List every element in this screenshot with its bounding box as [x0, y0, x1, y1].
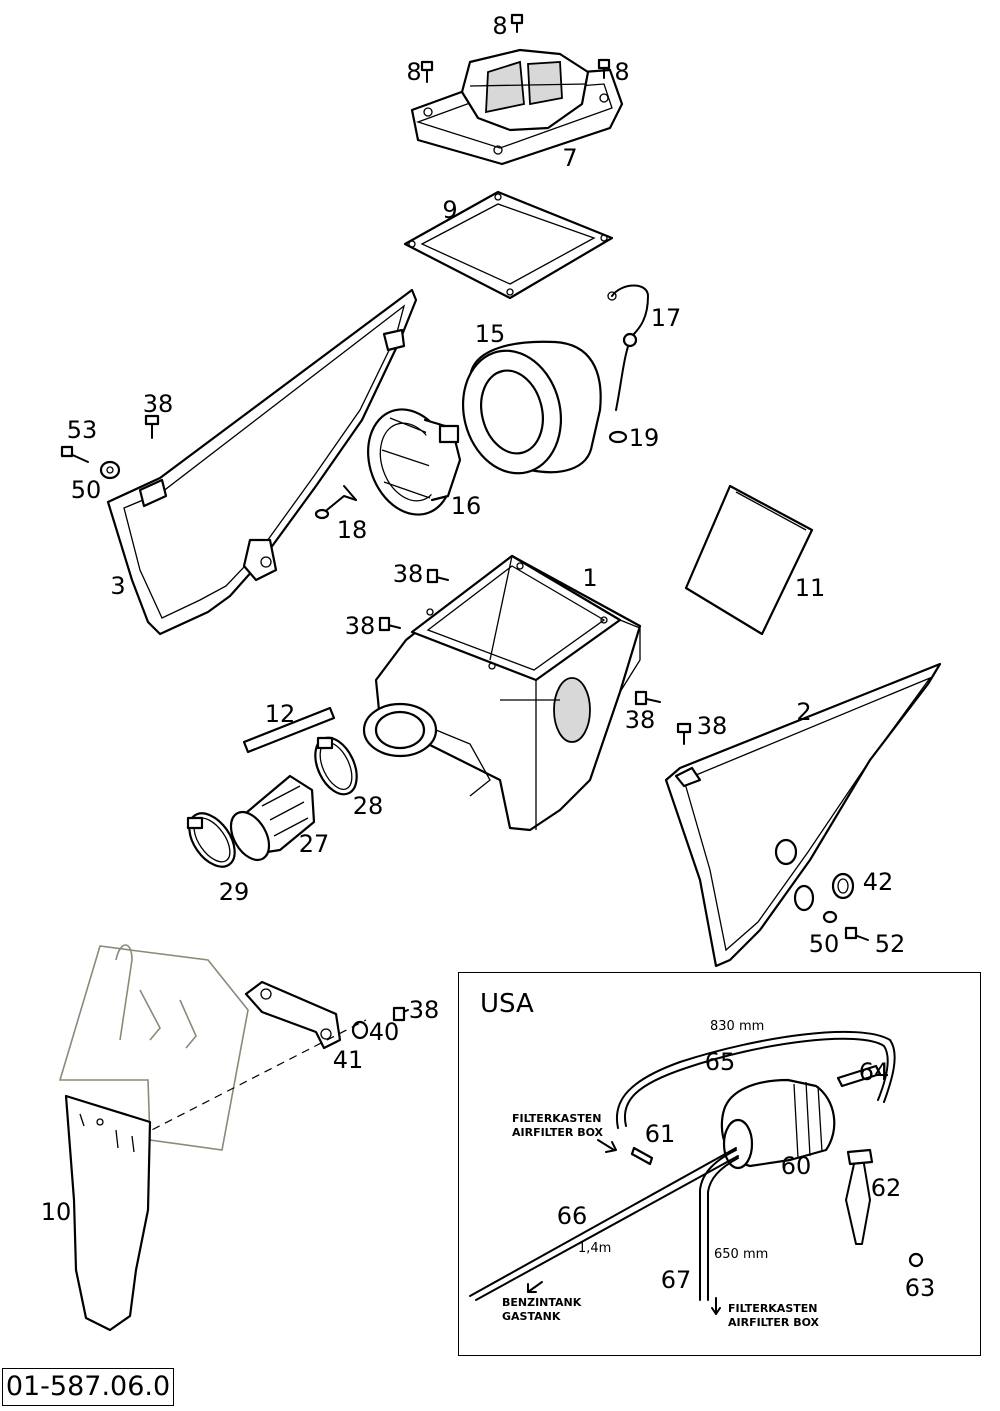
callout-65: 65	[705, 1048, 736, 1076]
screw-38-53-50	[60, 414, 160, 480]
callout-67: 67	[661, 1266, 692, 1294]
callout-61: 61	[645, 1120, 676, 1148]
screw-8-group	[420, 13, 611, 83]
label-airfilter-box: AIRFILTER BOX	[512, 1126, 604, 1139]
part-9-gasket	[403, 190, 614, 300]
callout-38: 38	[409, 996, 440, 1024]
part-12-hose	[242, 706, 336, 754]
label-gastank: GASTANK	[502, 1310, 561, 1323]
drawing-code: 01-587.06.0	[2, 1368, 174, 1406]
callout-38: 38	[393, 560, 424, 588]
callout-62: 62	[871, 1174, 902, 1202]
callout-2: 2	[796, 698, 811, 726]
part-1-airbox	[362, 554, 642, 832]
grommet-42-washer-50-screw-52	[822, 872, 869, 941]
callout-42: 42	[863, 868, 894, 896]
part-7-filter-cover	[410, 48, 624, 166]
part-41-bracket	[244, 980, 342, 1050]
callout-38: 38	[625, 706, 656, 734]
callout-53: 53	[67, 416, 98, 444]
callout-60: 60	[781, 1152, 812, 1180]
callout-38: 38	[697, 712, 728, 740]
callout-11: 11	[795, 574, 826, 602]
callout-18: 18	[337, 516, 368, 544]
length-650mm: 650 mm	[714, 1247, 768, 1262]
callout-10: 10	[41, 1198, 72, 1226]
callout-27: 27	[299, 830, 330, 858]
part-15-filter-element	[461, 340, 602, 475]
callout-9: 9	[442, 196, 457, 224]
usa-fuel-system	[469, 1030, 924, 1315]
part-27-intake-boot	[229, 774, 316, 861]
callout-66: 66	[557, 1202, 588, 1230]
callout-8: 8	[492, 12, 507, 40]
screw-38-airbox	[378, 568, 692, 745]
rear-fender-outline	[58, 944, 249, 1151]
callout-17: 17	[651, 304, 682, 332]
length-830mm: 830 mm	[710, 1019, 764, 1034]
callout-38: 38	[345, 612, 376, 640]
callout-41: 41	[333, 1046, 364, 1074]
callout-52: 52	[875, 930, 906, 958]
callout-50: 50	[71, 476, 102, 504]
part-29-clamp	[186, 812, 236, 868]
callout-3: 3	[110, 572, 125, 600]
part-18-bracket	[314, 485, 357, 520]
callout-7: 7	[562, 144, 577, 172]
label-filterkasten: FILTERKASTEN	[512, 1112, 601, 1125]
callout-15: 15	[475, 320, 506, 348]
callout-50: 50	[809, 930, 840, 958]
part-28-clamp	[314, 736, 358, 796]
label-airfilter-box: AIRFILTER BOX	[728, 1316, 820, 1329]
callout-8: 8	[614, 58, 629, 86]
usa-title: USA	[480, 989, 534, 1019]
washer-40-screw-38	[351, 1006, 409, 1040]
label-benzintank: BENZINTANK	[502, 1296, 582, 1309]
callout-16: 16	[451, 492, 482, 520]
callout-40: 40	[369, 1018, 400, 1046]
label-filterkasten: FILTERKASTEN	[728, 1302, 817, 1315]
part-17-sensor	[607, 284, 649, 444]
callout-12: 12	[265, 700, 296, 728]
callout-29: 29	[219, 878, 250, 906]
mount-dashline	[139, 1019, 367, 1137]
callout-1: 1	[582, 564, 597, 592]
part-2-right-side-panel	[664, 662, 942, 968]
length-1-4m: 1,4m	[578, 1241, 611, 1256]
part-3-left-side-panel	[106, 288, 418, 636]
usa-inset-frame	[458, 972, 981, 1356]
part-11-filter-sheet	[684, 484, 814, 636]
callout-64: 64	[859, 1058, 890, 1086]
callout-63: 63	[905, 1274, 936, 1302]
callout-19: 19	[629, 424, 660, 452]
callout-28: 28	[353, 792, 384, 820]
part-10-mud-flap	[64, 1094, 152, 1332]
callout-8: 8	[406, 58, 421, 86]
part-16-filter-cage	[367, 408, 462, 516]
callout-38: 38	[143, 390, 174, 418]
